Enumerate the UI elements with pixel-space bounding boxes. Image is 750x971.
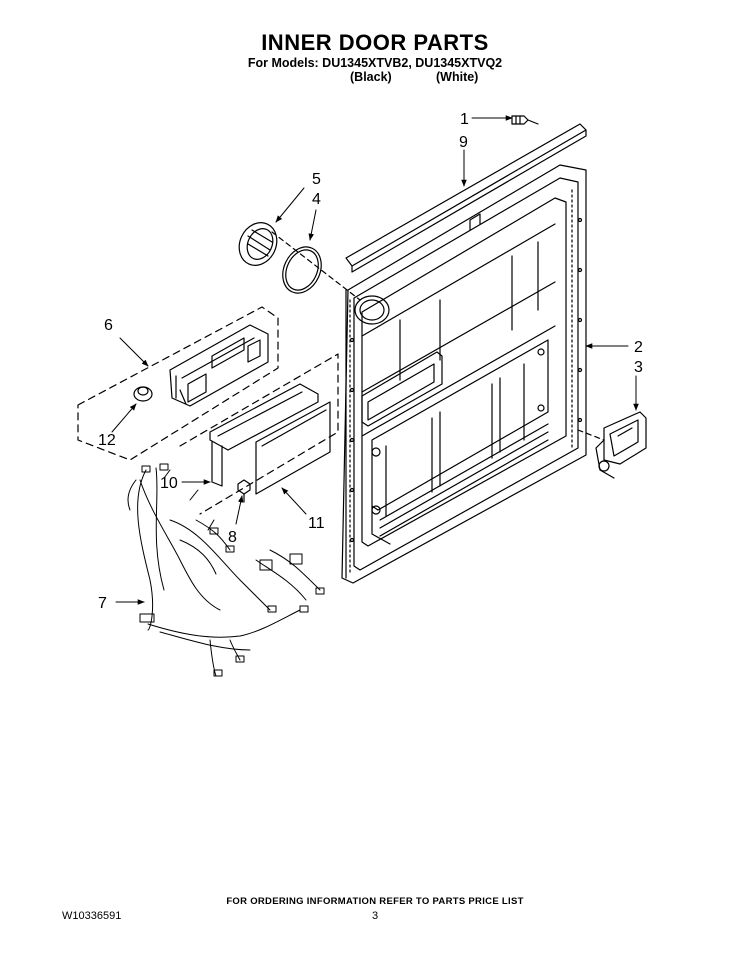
color-label-black: (Black) (350, 70, 392, 84)
document-number: W10336591 (62, 910, 122, 922)
callout-2: 2 (634, 339, 643, 356)
wire-harness-part-7 (127, 463, 325, 677)
callout-11: 11 (308, 515, 325, 532)
top-trim-strip (345, 123, 587, 273)
gasket-part-4 (282, 246, 322, 294)
inner-door-panel (341, 164, 587, 584)
models-line: For Models: DU1345XTVB2, DU1345XTVQ2 (247, 56, 503, 70)
control-envelope (179, 353, 339, 515)
callout-6: 6 (104, 317, 113, 334)
color-label-white: (White) (436, 70, 479, 84)
callout-4: 4 (312, 191, 321, 208)
knob-part-12 (133, 386, 153, 402)
cover-panel-part-11 (255, 401, 331, 495)
alignment-line-latch (577, 429, 605, 441)
callout-1: 1 (460, 111, 469, 128)
leader-lines (111, 115, 639, 605)
callout-3: 3 (634, 359, 643, 376)
callout-8: 8 (228, 529, 237, 546)
screw-part-1 (511, 115, 539, 125)
ordering-note: FOR ORDERING INFORMATION REFER TO PARTS … (226, 896, 524, 907)
vent-cover-part-5 (238, 222, 278, 266)
callout-12: 12 (98, 432, 116, 449)
page-title: INNER DOOR PARTS (261, 30, 489, 55)
callout-7: 7 (98, 595, 107, 612)
control-board-part-10 (209, 383, 319, 487)
callout-5: 5 (312, 171, 321, 188)
latch-part-3 (595, 411, 647, 479)
callout-10: 10 (160, 475, 178, 492)
callout-9: 9 (459, 134, 468, 151)
dispenser-assembly-part-6 (77, 306, 279, 461)
screw-part-8 (237, 479, 251, 503)
page-number: 3 (372, 910, 379, 922)
alignment-line-vent (271, 231, 361, 301)
